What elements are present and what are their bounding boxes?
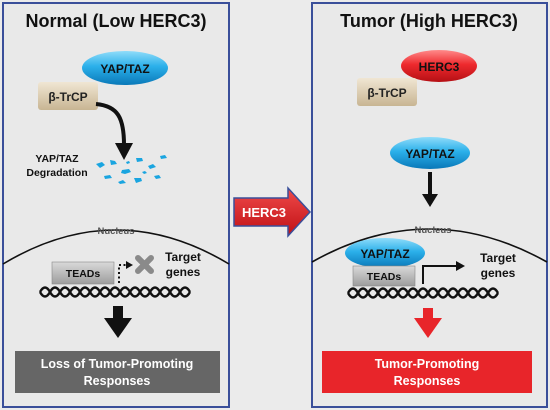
right-outcome-label-2: Responses (394, 374, 461, 388)
right-translocation-arrowhead (422, 194, 438, 207)
right-transcription-arrow (422, 265, 458, 284)
left-teads-label: TEADs (66, 268, 101, 280)
left-yap-taz-label: YAP/TAZ (100, 62, 149, 76)
left-nucleus-label: Nucleus (98, 226, 135, 237)
left-degradation-arrowhead (115, 143, 133, 160)
left-degradation-label-1: YAP/TAZ (35, 153, 79, 165)
left-outcome-box (15, 351, 220, 393)
right-outcome-arrowhead (414, 318, 442, 338)
right-target-label-1: Target (480, 251, 516, 265)
left-outcome-label-2: Responses (84, 374, 151, 388)
right-nuclear-yap-taz-label: YAP/TAZ (360, 247, 409, 261)
right-target-label-2: genes (481, 266, 516, 280)
left-btrcp-label: β-TrCP (48, 90, 87, 104)
degradation-fragments (96, 155, 167, 184)
right-herc3-label: HERC3 (419, 60, 460, 74)
left-outcome-label-1: Loss of Tumor-Promoting (41, 357, 194, 371)
right-nucleus-membrane (311, 228, 548, 263)
left-degradation-label-2: Degradation (26, 167, 87, 179)
herc3-arrow-label: HERC3 (242, 205, 286, 220)
right-teads-box (352, 265, 416, 287)
left-teads-box (51, 261, 115, 285)
right-panel-title: Tumor (High HERC3) (340, 11, 518, 31)
right-btrcp-box (357, 78, 417, 106)
left-block-x-icon (135, 255, 154, 274)
right-herc3-oval (401, 50, 477, 82)
left-degradation-arrow-shaft (95, 102, 126, 146)
right-outcome-label-1: Tumor-Promoting (375, 357, 480, 371)
left-target-label-1: Target (165, 250, 201, 264)
left-yap-taz-oval (82, 51, 168, 85)
right-yap-taz-oval (390, 137, 470, 169)
right-translocation-arrow-shaft (428, 172, 432, 196)
right-outcome-box (322, 351, 532, 393)
left-dotted-arrow (118, 264, 128, 283)
herc3-transition-arrow (233, 186, 312, 238)
right-teads-label: TEADs (367, 271, 402, 283)
left-target-label-2: genes (166, 265, 201, 279)
left-btrcp-box (38, 82, 98, 110)
right-nuclear-yap-taz-oval (345, 238, 425, 268)
left-nucleus-membrane (2, 229, 230, 265)
right-nucleus-label: Nucleus (415, 225, 452, 236)
left-dotted-arrowhead (126, 261, 133, 269)
right-yap-taz-label: YAP/TAZ (405, 147, 454, 161)
right-outcome-arrow-shaft (423, 308, 433, 320)
right-dna-helix (346, 287, 500, 299)
left-outcome-arrowhead (104, 318, 132, 338)
right-btrcp-label: β-TrCP (367, 86, 406, 100)
left-dna-helix (38, 286, 192, 298)
left-outcome-arrow-shaft (113, 306, 123, 320)
left-panel-title: Normal (Low HERC3) (25, 11, 206, 31)
right-transcription-arrowhead (456, 261, 465, 271)
